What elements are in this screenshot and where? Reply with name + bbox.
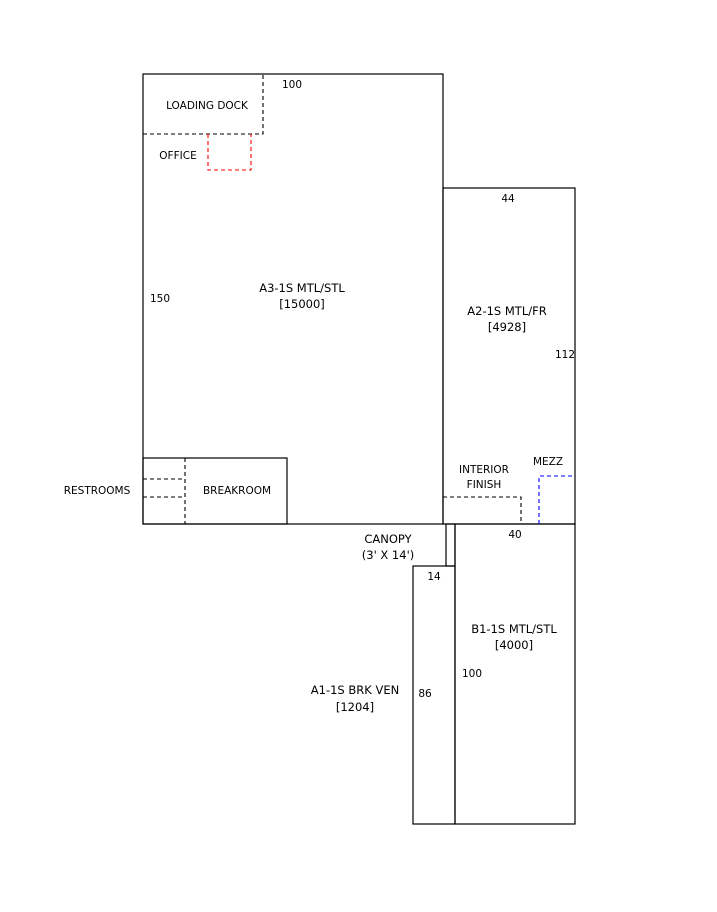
b1-label: B1-1S MTL/STL xyxy=(471,622,557,636)
canopy-label: CANOPY xyxy=(364,532,412,546)
a2-top-dimension: 44 xyxy=(501,193,515,205)
b1-side-dimension: 100 xyxy=(462,668,482,680)
mezz-label: MEZZ xyxy=(533,456,563,468)
office-label: OFFICE xyxy=(159,150,196,162)
mezz-partition xyxy=(538,475,573,524)
a2-label: A2-1S MTL/FR xyxy=(467,304,546,318)
interior-finish-partition xyxy=(443,496,522,524)
building-outline xyxy=(142,73,576,825)
a2-area: [4928] xyxy=(488,320,526,334)
a2-side-dimension: 112 xyxy=(555,349,575,361)
a3-label: A3-1S MTL/STL xyxy=(259,281,345,295)
loading-dock-label: LOADING DOCK xyxy=(166,100,249,112)
a1-area: [1204] xyxy=(336,700,374,714)
canopy-outline xyxy=(445,523,456,567)
a1-top-dimension: 14 xyxy=(427,571,441,583)
breakroom-label: BREAKROOM xyxy=(203,485,271,497)
loading-dock-partition xyxy=(143,74,264,135)
restrooms-label: RESTROOMS xyxy=(64,485,131,497)
a3-top-dimension: 100 xyxy=(282,79,302,91)
a3-side-dimension: 150 xyxy=(150,293,170,305)
a1-label: A1-1S BRK VEN xyxy=(311,683,399,697)
b1-top-dimension: 40 xyxy=(508,529,521,541)
a1-outline xyxy=(412,565,456,825)
interior-partitions xyxy=(143,74,522,524)
a1-side-dimension: 86 xyxy=(418,688,432,700)
canopy-size: (3' X 14') xyxy=(362,548,414,562)
breakroom-outline xyxy=(142,457,288,525)
interior-finish-label-1: INTERIOR xyxy=(459,464,509,476)
office-partition xyxy=(207,134,252,171)
interior-finish-label-2: FINISH xyxy=(467,479,502,491)
a3-area: [15000] xyxy=(279,297,325,311)
b1-area: [4000] xyxy=(495,638,533,652)
